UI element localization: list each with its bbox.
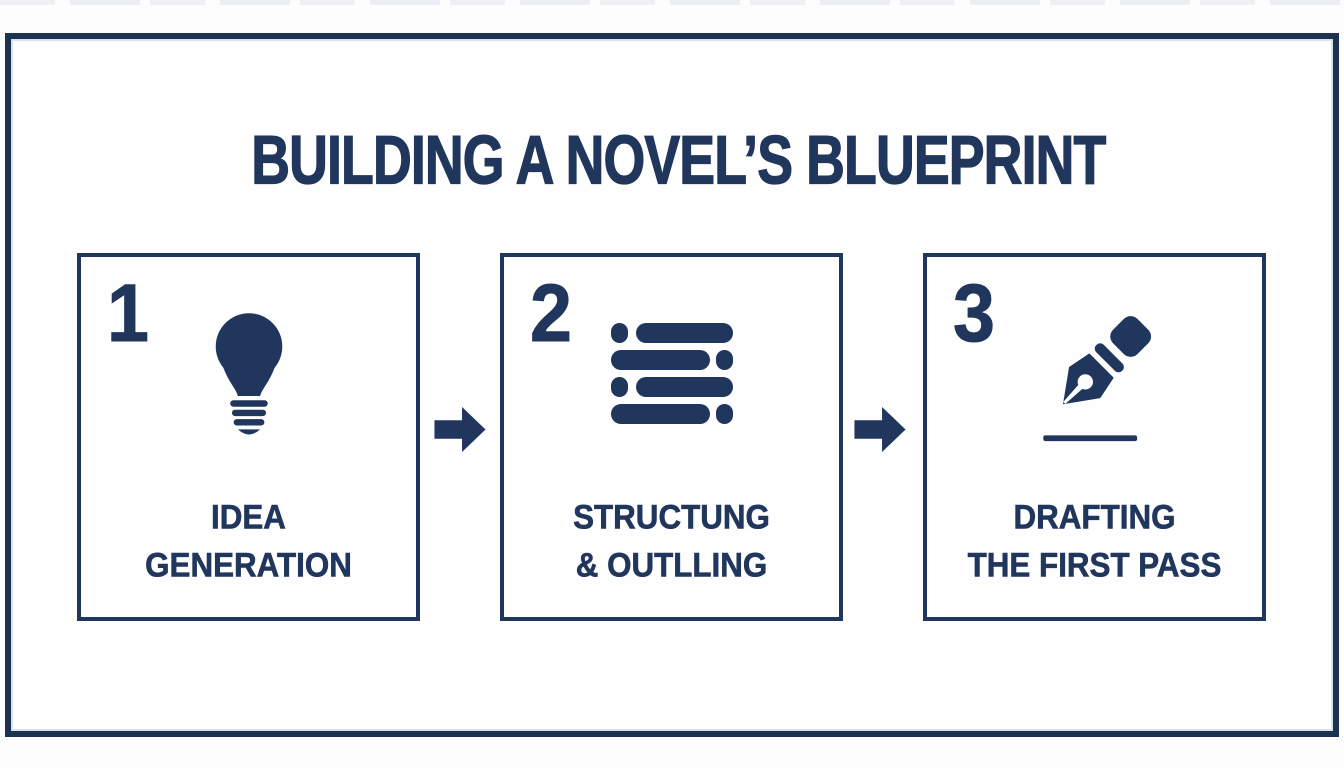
step-label: IDEA GENERATION [89,493,407,588]
step-number: 3 [953,268,996,359]
step-label: DRAFTING THE FIRST PASS [935,493,1253,588]
page-title: BUILDING A NOVEL’S BLUEPRINT [250,121,1106,199]
step-label-line2: GENERATION [145,544,352,584]
step-label-line1: DRAFTING [1013,497,1176,536]
pen-nib-icon [1028,301,1162,456]
step-label-line2: THE FIRST PASS [967,544,1222,584]
step-label-line1: STRUCTUNG [573,497,770,536]
right-arrow-icon [434,406,486,453]
step-number: 2 [530,268,573,359]
torn-edge-strip [0,0,1344,5]
title-area: BUILDING A NOVEL’S BLUEPRINT [6,125,1344,195]
step-label: STRUCTUNG & OUTLLING [512,493,830,588]
step-label-line1: IDEA [211,497,286,536]
lightbulb-icon [206,309,292,442]
list-icon [610,323,733,430]
right-arrow-icon [854,406,906,453]
step-box-drafting-first-pass: 3 DRAFTING THE FIRST PASS [923,253,1266,621]
step-number: 1 [107,268,150,359]
step-box-idea-generation: 1 IDEA GENERATION [77,253,420,621]
step-label-line2: & OUTLLING [575,544,768,584]
step-box-structuring-outlining: 2 STRUCTUNG & OUTLLING [500,253,843,621]
